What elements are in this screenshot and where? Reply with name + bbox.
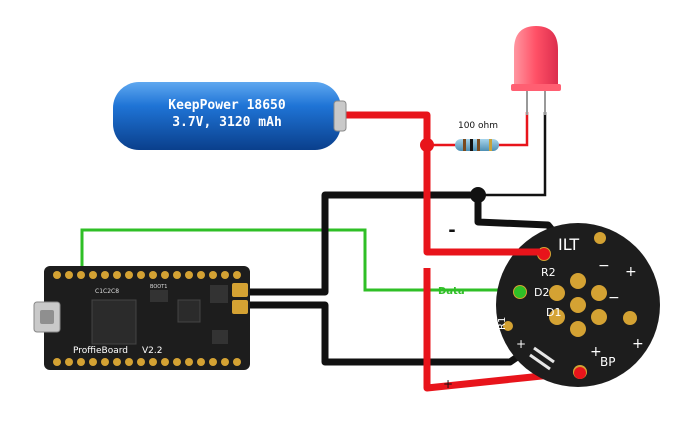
bottom-pin-row xyxy=(53,358,241,366)
board-pad-bottom xyxy=(232,300,248,314)
led xyxy=(511,26,561,115)
board-pad-top xyxy=(232,283,248,297)
proffieboard: C1C2C8 BOOT1 ProffieBoard V2.2 xyxy=(33,266,250,370)
pcb-r2-label: R2 xyxy=(541,266,556,279)
data-label: Data xyxy=(438,286,465,297)
resistor-label: 100 ohm xyxy=(458,121,498,131)
data-pad xyxy=(514,286,526,298)
board-name: ProffieBoard xyxy=(73,346,128,356)
battery: KeepPower 18650 3.7V, 3120 mAh xyxy=(113,82,347,150)
led-negative-lead xyxy=(478,112,547,197)
top-pin-row xyxy=(53,271,241,279)
negative-sign: - xyxy=(448,220,455,241)
pcb-minus-label-right: − xyxy=(608,290,620,306)
round-pcb: ILT R2 D2 D1 R1 BP − + + + + − xyxy=(496,223,660,387)
pcb-r1-label: R1 xyxy=(497,317,508,330)
board-small-marks: BOOT1 xyxy=(150,284,167,290)
board-version: V2.2 xyxy=(142,346,162,356)
pcb-plus-label-top: + xyxy=(625,264,637,280)
pcb-title: ILT xyxy=(558,235,579,254)
pcb-plus-label-bottom: + xyxy=(590,344,602,360)
pcb-plus-label-left: + xyxy=(516,337,526,351)
positive-pad-bottom xyxy=(574,367,586,379)
board-top-marks: C1C2C8 xyxy=(95,288,119,295)
positive-pad-top xyxy=(538,248,550,260)
positive-sign: + xyxy=(443,377,453,391)
battery-brand-label: KeepPower 18650 xyxy=(168,98,286,113)
mcu-chip xyxy=(91,299,137,345)
positive-junction xyxy=(420,138,434,152)
pcb-plus-label-right: + xyxy=(632,336,644,352)
pcb-d2-label: D2 xyxy=(534,286,549,299)
pcb-minus-label: − xyxy=(598,258,610,274)
pcb-d1-label: D1 xyxy=(546,306,561,319)
pcb-bp-label: BP xyxy=(600,355,615,369)
resistor: 100 ohm xyxy=(455,121,499,151)
negative-junction xyxy=(470,187,486,203)
data-wire xyxy=(80,228,520,292)
battery-spec-label: 3.7V, 3120 mAh xyxy=(172,115,282,130)
